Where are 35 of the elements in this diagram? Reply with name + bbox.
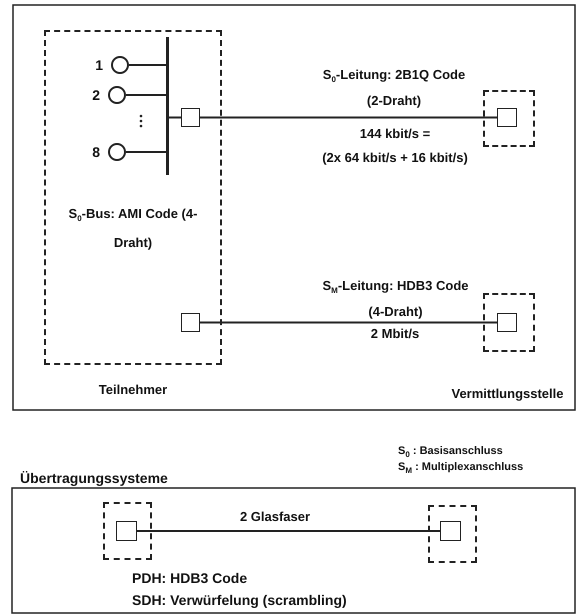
terminal-number: 8: [92, 144, 100, 160]
terminal-number: 2: [92, 87, 100, 103]
connection-line: [126, 94, 166, 96]
connection-line: [169, 116, 181, 118]
network-termination-box: [497, 108, 517, 127]
connection-line: [129, 64, 166, 66]
bus-line: [166, 37, 169, 175]
area-title: Teilnehmer: [98, 382, 168, 398]
connection-line: [200, 322, 497, 324]
edge-label: S$_{M}$-Leitung: HDB3 Code (4-Draht): [321, 277, 470, 321]
legend-text: S$_{M}$ : Multiplexanschluss: [398, 460, 524, 477]
dashed-area: [483, 90, 535, 147]
section-title: Übertragungssysteme: [20, 470, 168, 486]
edge-label: S$_{0}$-Leitung: 2B1Q Code (2-Draht): [322, 66, 466, 110]
area-title: Vermittlungsstelle: [450, 386, 564, 402]
terminal-number: 1: [95, 57, 103, 73]
connection-line: [126, 151, 166, 153]
connection-line: [137, 530, 440, 532]
dashed-area: [103, 502, 152, 560]
network-termination-box: [116, 521, 137, 541]
note-text: PDH: HDB3 Code: [132, 570, 248, 586]
area-description: S$_{0}$-Bus: AMI Code (4-Draht): [68, 205, 198, 252]
network-termination-box: [497, 313, 517, 332]
network-termination-box: [181, 108, 200, 127]
data-rate-text: 144 kbit/s =: [358, 126, 432, 142]
network-termination-box: [440, 521, 461, 541]
legend-text: S$_{0}$ : Basisanschluss: [398, 444, 503, 461]
data-rate-text: 2 Mbit/s: [370, 326, 420, 342]
dashed-area: [483, 293, 535, 352]
data-rate-text: (2x 64 kbit/s + 16 kbit/s): [321, 150, 469, 166]
note-text: SDH: Verwürfelung (scrambling): [132, 592, 347, 608]
network-termination-box: [181, 313, 200, 332]
edge-label: 2 Glasfaser: [238, 509, 312, 525]
dashed-area: [428, 505, 477, 563]
connection-line: [200, 116, 497, 118]
